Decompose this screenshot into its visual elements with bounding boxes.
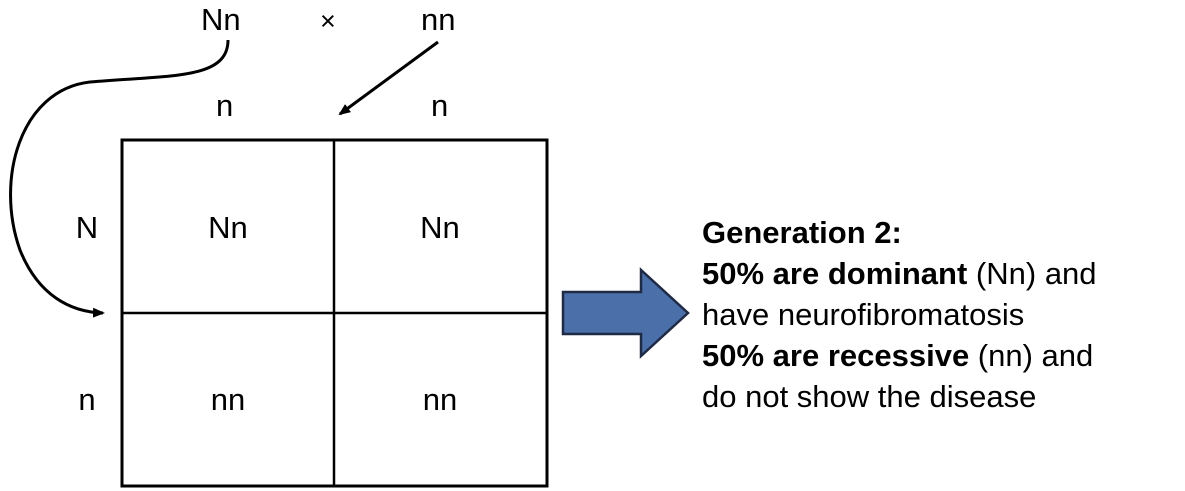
punnett-cell-r1c1: Nn	[208, 210, 248, 245]
gamete-top-2: n	[431, 88, 449, 123]
curved-arrow	[9, 39, 230, 318]
gamete-left-2: n	[78, 382, 96, 417]
caption-line-2: have neurofibromatosis	[702, 297, 1025, 332]
straight-arrow	[338, 40, 439, 116]
punnett-cell-r1c2: Nn	[420, 210, 460, 245]
cross-symbol: ×	[320, 6, 336, 36]
caption-dominant-rest: (Nn) and	[967, 256, 1097, 291]
punnett-cell-r2c2: nn	[422, 382, 458, 417]
caption-line-4: do not show the disease	[702, 379, 1037, 414]
gamete-left-1: N	[75, 210, 99, 245]
generation-caption: Generation 2: 50% are dominant (Nn) and …	[702, 212, 1097, 417]
caption-recessive-bold: 50% are recessive	[702, 338, 970, 373]
parent-left-genotype: Nn	[201, 2, 241, 37]
caption-heading: Generation 2:	[702, 215, 902, 250]
caption-dominant-bold: 50% are dominant	[702, 256, 968, 291]
caption-line-3: 50% are recessive (nn) and	[702, 335, 1097, 376]
punnett-cell-r2c1: nn	[210, 382, 246, 417]
caption-recessive-rest: (nn) and	[969, 338, 1094, 373]
parent-right-genotype: nn	[421, 2, 456, 37]
gamete-top-1: n	[216, 88, 234, 123]
result-arrow	[561, 267, 690, 359]
caption-line-1: 50% are dominant (Nn) and	[702, 253, 1097, 294]
